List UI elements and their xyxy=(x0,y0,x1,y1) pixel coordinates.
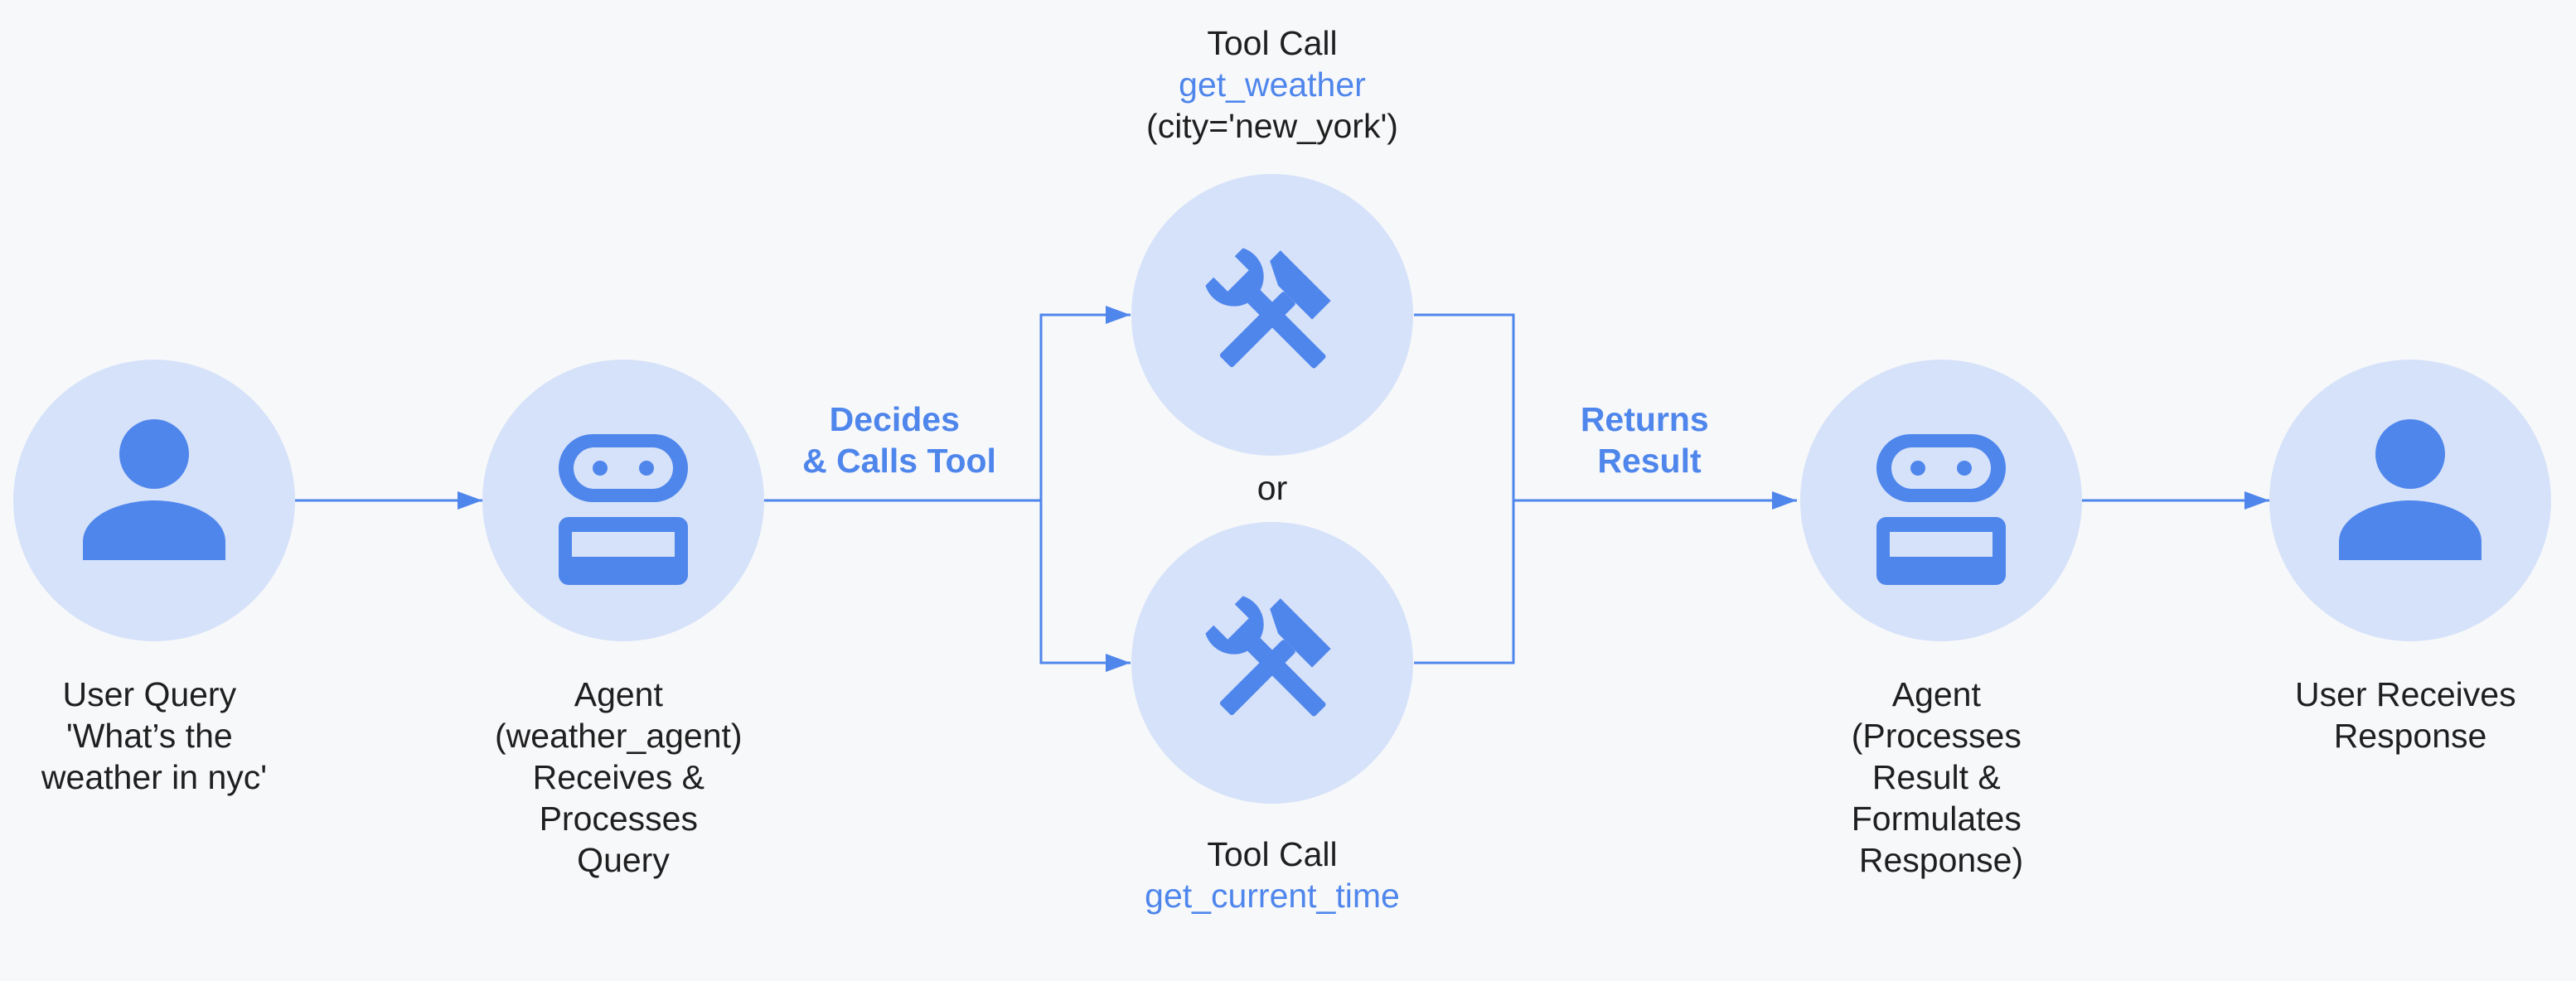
tool-time-function: get_current_time xyxy=(1145,877,1400,915)
tools-icon xyxy=(1205,596,1331,717)
agent-receive-label: Agent (weather_agent) Receives & Process… xyxy=(495,675,752,879)
user-receives-label: User Receives Response xyxy=(2295,675,2525,755)
user-query-label: User Query 'What’s the weather in nyc' xyxy=(41,675,267,796)
edge-weather-to-merge xyxy=(1414,313,1515,500)
edge-branch-to-weather xyxy=(1039,306,1131,500)
tool-time-title: Tool Call xyxy=(1207,835,1337,873)
returns-result-label: Returns Result xyxy=(1581,400,1718,480)
edge-time-to-merge xyxy=(1414,500,1515,664)
tool-weather-args: (city='new_york') xyxy=(1146,107,1398,145)
robot-icon xyxy=(559,434,688,585)
connectors xyxy=(294,306,2269,672)
person-icon xyxy=(83,419,225,560)
tool-weather-function: get_weather xyxy=(1179,65,1366,104)
agent-respond-label: Agent (Processes Result & Formulates Res… xyxy=(1852,675,2031,879)
person-icon xyxy=(2339,419,2482,560)
tool-weather-title: Tool Call xyxy=(1207,24,1337,62)
robot-icon xyxy=(1876,434,2006,585)
or-label: or xyxy=(1257,469,1287,507)
decides-calls-tool-label: Decides & Calls Tool xyxy=(802,400,996,480)
edge-branch-to-time xyxy=(1039,500,1131,672)
tools-icon xyxy=(1205,248,1331,369)
